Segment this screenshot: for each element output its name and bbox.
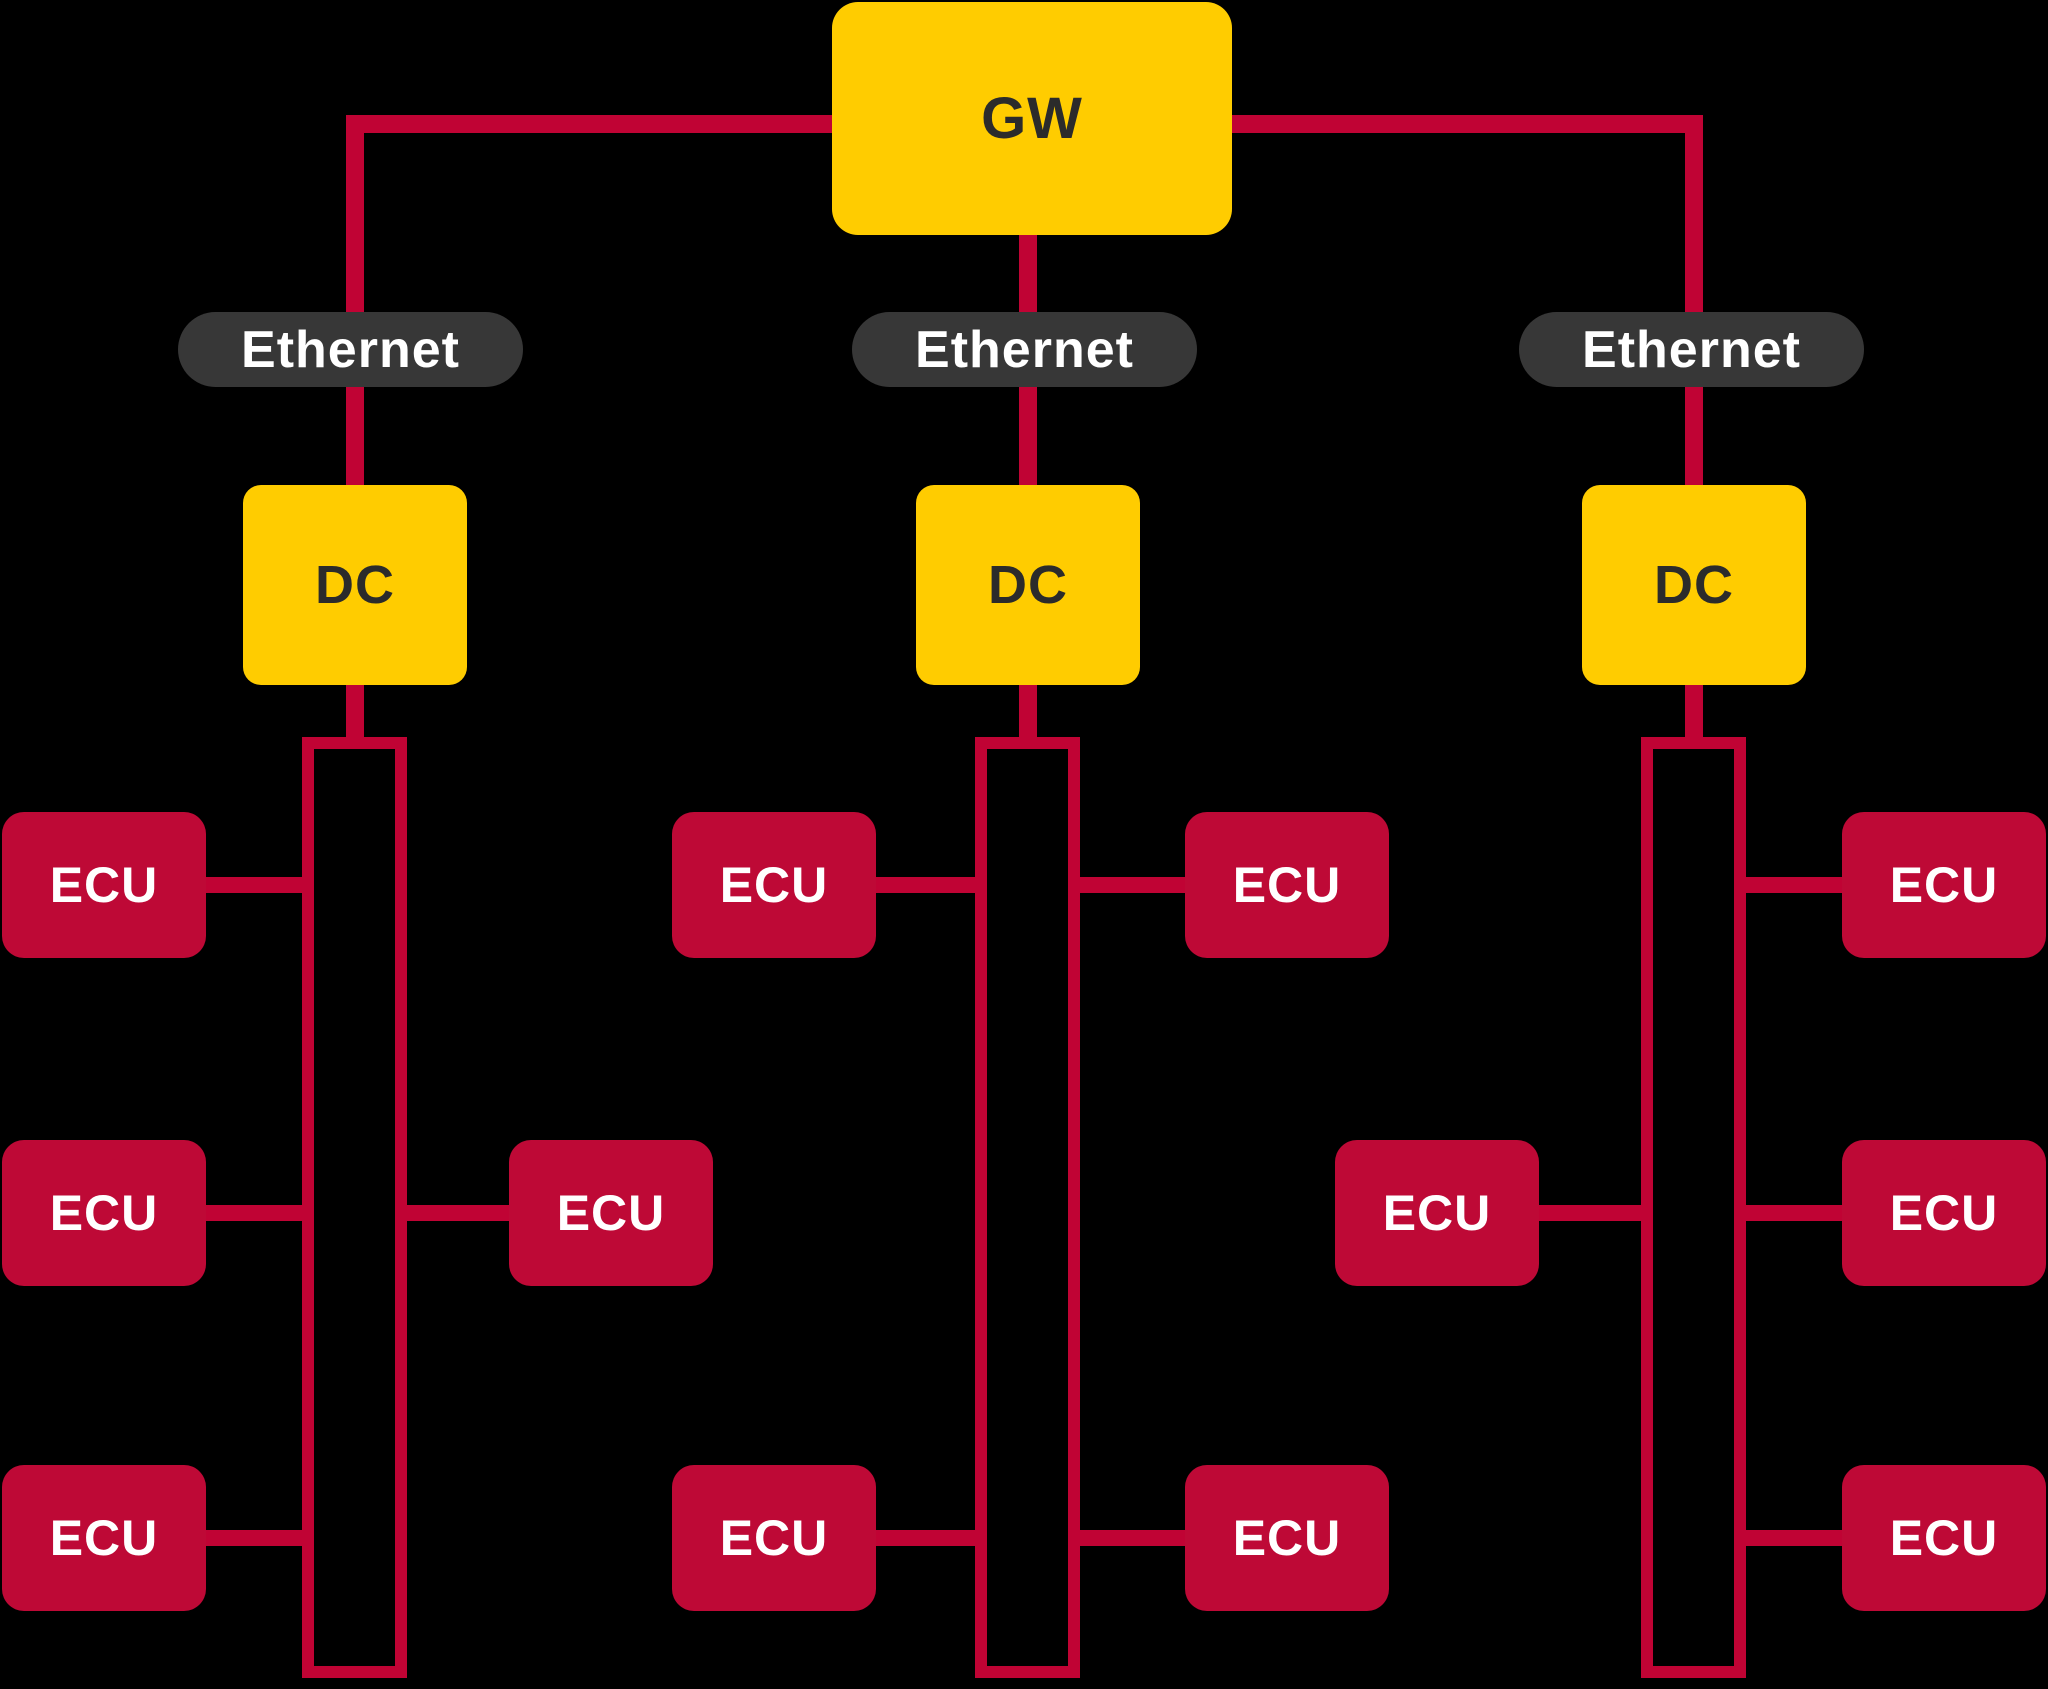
ecu-label: ECU xyxy=(1232,1510,1342,1566)
ecu-node: ECU xyxy=(1842,1465,2046,1611)
ecu-label: ECU xyxy=(1889,857,1999,913)
ecu-label: ECU xyxy=(1889,1185,1999,1241)
ethernet-badge-right: Ethernet xyxy=(1519,312,1864,387)
ecu-node: ECU xyxy=(1842,1140,2046,1286)
ecu-label: ECU xyxy=(556,1185,666,1241)
dc-node-left: DC xyxy=(243,485,467,685)
bus-bar-center xyxy=(975,737,1080,1678)
ecu-node: ECU xyxy=(672,1465,876,1611)
ecu-node: ECU xyxy=(1185,1465,1389,1611)
ecu-label: ECU xyxy=(49,857,159,913)
ecu-connector xyxy=(870,1530,982,1546)
ecu-connector xyxy=(870,877,982,893)
ecu-connector xyxy=(1740,1530,1852,1546)
ecu-label: ECU xyxy=(719,857,829,913)
dc-label: DC xyxy=(315,555,395,615)
ecu-node: ECU xyxy=(2,812,206,958)
ecu-connector xyxy=(1740,1205,1852,1221)
ecu-connector xyxy=(1533,1205,1645,1221)
ecu-label: ECU xyxy=(49,1185,159,1241)
ecu-connector xyxy=(1074,877,1186,893)
dc-bus-stub-center xyxy=(1019,685,1037,749)
ecu-connector xyxy=(200,1530,312,1546)
ethernet-badge-label: Ethernet xyxy=(1582,320,1801,379)
dc-node-right: DC xyxy=(1582,485,1806,685)
dc-label: DC xyxy=(988,555,1068,615)
ethernet-badge-label: Ethernet xyxy=(241,320,460,379)
ecu-node: ECU xyxy=(1335,1140,1539,1286)
ecu-node: ECU xyxy=(509,1140,713,1286)
ecu-node: ECU xyxy=(1842,812,2046,958)
bus-bar-right xyxy=(1641,737,1746,1678)
drop-line-left xyxy=(346,115,364,485)
ecu-connector xyxy=(200,1205,312,1221)
ecu-node: ECU xyxy=(1185,812,1389,958)
ethernet-badge-label: Ethernet xyxy=(915,320,1134,379)
ecu-label: ECU xyxy=(1889,1510,1999,1566)
dc-label: DC xyxy=(1654,555,1734,615)
ecu-label: ECU xyxy=(1382,1185,1492,1241)
ecu-node: ECU xyxy=(672,812,876,958)
dc-bus-stub-right xyxy=(1685,685,1703,749)
bus-bar-left xyxy=(302,737,407,1678)
ecu-label: ECU xyxy=(719,1510,829,1566)
ecu-node: ECU xyxy=(2,1465,206,1611)
dc-bus-stub-left xyxy=(346,685,364,749)
ecu-node: ECU xyxy=(2,1140,206,1286)
gateway-node: GW xyxy=(832,2,1232,235)
ecu-connector xyxy=(1740,877,1852,893)
ecu-connector xyxy=(1074,1530,1186,1546)
ecu-connector xyxy=(200,877,312,893)
ethernet-badge-left: Ethernet xyxy=(178,312,523,387)
ethernet-badge-center: Ethernet xyxy=(852,312,1197,387)
ecu-connector xyxy=(400,1205,512,1221)
ecu-label: ECU xyxy=(1232,857,1342,913)
gateway-label: GW xyxy=(981,86,1083,151)
drop-line-right xyxy=(1685,115,1703,485)
dc-node-center: DC xyxy=(916,485,1140,685)
ecu-label: ECU xyxy=(49,1510,159,1566)
